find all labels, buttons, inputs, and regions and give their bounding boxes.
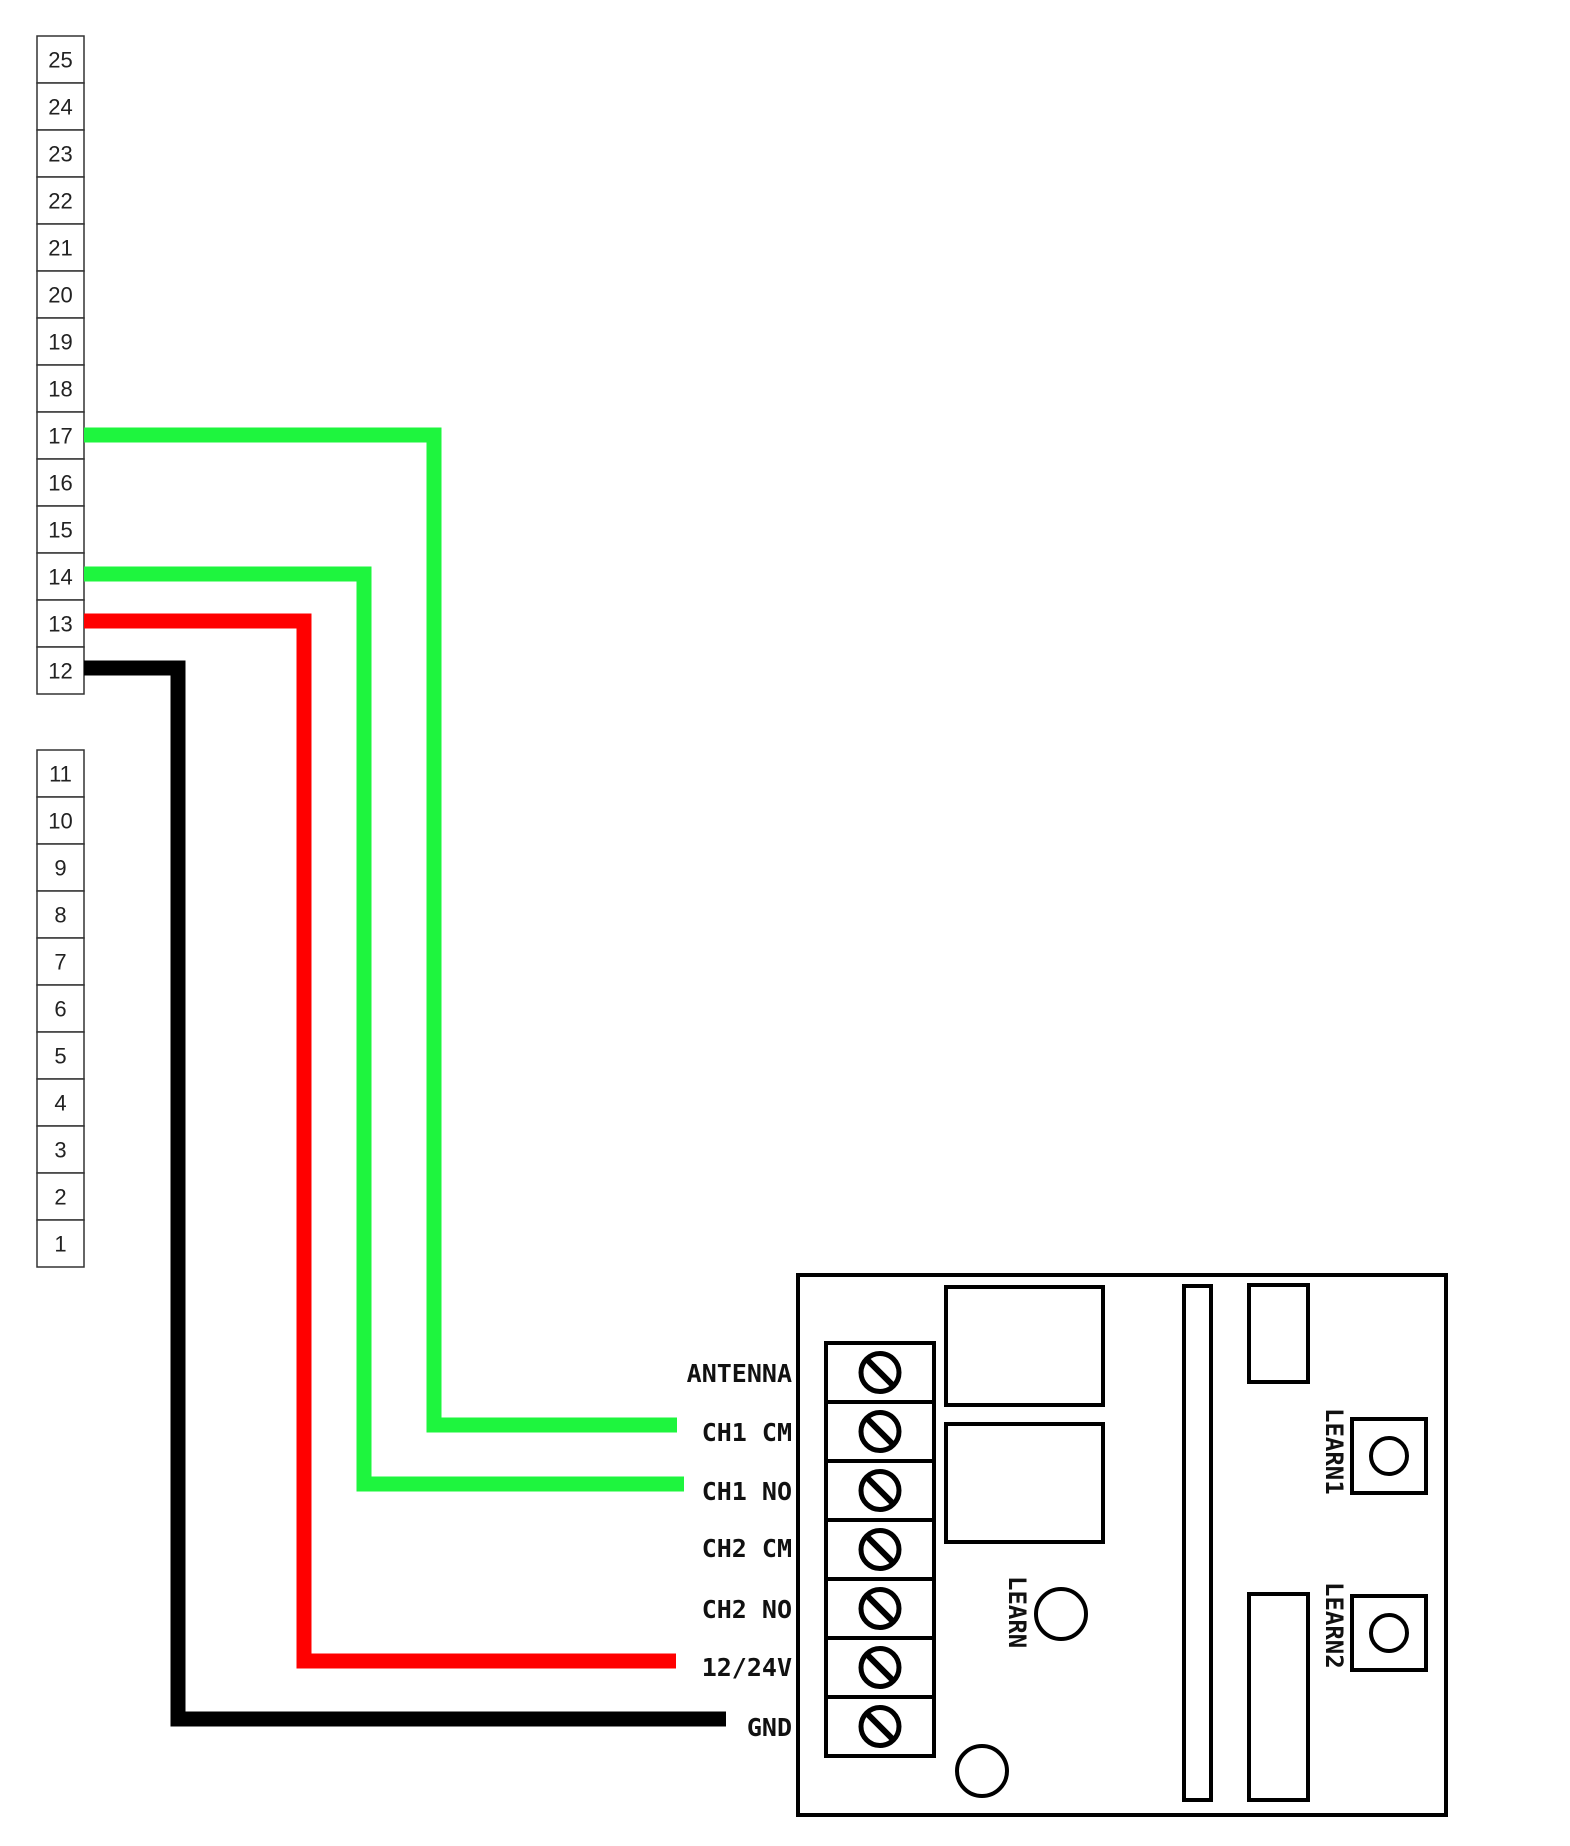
component-top-right [1247,1283,1310,1384]
pin-strip-upper: 25 24 23 22 21 20 19 18 17 16 15 14 13 12 [36,35,85,695]
pin-cell [36,270,85,319]
learn1-button[interactable] [1350,1417,1428,1495]
pin-label: 18 [48,377,72,402]
learn2-button[interactable] [1350,1594,1428,1672]
wire-green-14 [84,566,684,1492]
module-board [796,1273,1448,1817]
pin-cell [36,505,85,554]
pin-label: 22 [48,189,72,214]
strip-component [1182,1284,1213,1802]
pin-cell [36,458,85,507]
terminal-label: CH1 CM [702,1418,792,1447]
pin-label: 25 [48,48,72,73]
terminal-label: CH2 NO [702,1595,792,1624]
pin-label: 21 [48,236,72,261]
screw-slot [865,1535,895,1564]
pin-label: 6 [54,997,66,1022]
learn-label: LEARN [1003,1576,1031,1648]
relay-1 [944,1285,1105,1407]
wire-black-12 [84,660,726,1727]
learn1-button-knob[interactable] [1369,1436,1409,1476]
pin-label: 16 [48,471,72,496]
component-bottom-right [1247,1592,1310,1802]
pin-label: 11 [49,762,72,787]
pin-cell [36,890,85,939]
pin-cell [36,552,85,601]
pin-cell [36,1078,85,1127]
wires [84,427,726,1727]
terminal-screw[interactable] [858,1410,902,1453]
screw-slot [865,1417,895,1446]
learn2-button-knob[interactable] [1369,1613,1409,1653]
pin-label: 7 [54,950,66,975]
pin-cell [36,646,85,695]
pin-cell [36,843,85,892]
pin-label: 19 [48,330,72,355]
pin-label: 20 [48,283,72,308]
learn1-label: LEARN1 [1320,1408,1348,1495]
pin-cell [36,984,85,1033]
pin-label: 24 [48,95,72,120]
pin-strip-lower: 11 10 9 8 7 6 5 4 3 2 1 [36,749,85,1268]
pin-label: 8 [54,903,66,928]
terminal-screw[interactable] [858,1646,902,1689]
pin-cell [36,176,85,225]
terminal-label: ANTENNA [687,1359,792,1388]
pin-label: 9 [54,856,66,881]
relay-2 [944,1422,1105,1544]
pin-label: 3 [54,1138,66,1163]
screw-slot [865,1594,895,1623]
pin-label: 15 [48,518,72,543]
wire-red-13 [84,613,676,1669]
pin-cell [36,364,85,413]
pin-label: 17 [48,424,72,449]
led-indicator [955,1744,1009,1798]
terminal-screw[interactable] [858,1587,902,1630]
learn2-label: LEARN2 [1320,1582,1348,1669]
terminal-label: 12/24V [702,1653,792,1682]
pin-cell [36,1125,85,1174]
pin-label: 1 [54,1232,66,1257]
pin-label: 13 [48,612,72,637]
terminal-labels: ANTENNA CH1 CM CH1 NO CH2 CM CH2 NO 12/24V GND [687,1359,792,1742]
pin-label: 5 [54,1044,66,1069]
terminal-screw[interactable] [858,1528,902,1571]
pin-cell [36,937,85,986]
pin-cell [36,1031,85,1080]
screw-slot [865,1712,895,1741]
pin-cell [36,796,85,845]
terminal-screw[interactable] [858,1705,902,1748]
pin-cell [36,1172,85,1221]
terminal-screw[interactable] [858,1469,902,1512]
screw-slot [865,1476,895,1505]
pin-label: 14 [48,565,72,590]
learn-button[interactable] [1034,1587,1088,1641]
pin-label: 10 [48,809,72,834]
pin-label: 2 [54,1185,66,1210]
terminal-label: CH2 CM [702,1534,792,1563]
receiver-module: LEARN1 LEARN2 LEARN [796,1273,1448,1817]
screw-slot [865,1653,895,1682]
pin-cell [36,82,85,131]
screw-slot [865,1358,895,1387]
pin-label: 4 [54,1091,66,1116]
terminal-block [824,1341,936,1758]
pin-cell [36,1219,85,1268]
pin-cell [36,35,85,84]
wire-green-17 [84,427,677,1433]
terminal-label: CH1 NO [702,1477,792,1506]
terminal-label: GND [747,1713,792,1742]
pin-label: 23 [48,142,72,167]
pin-label: 12 [48,659,72,684]
terminal-screw[interactable] [858,1351,902,1394]
